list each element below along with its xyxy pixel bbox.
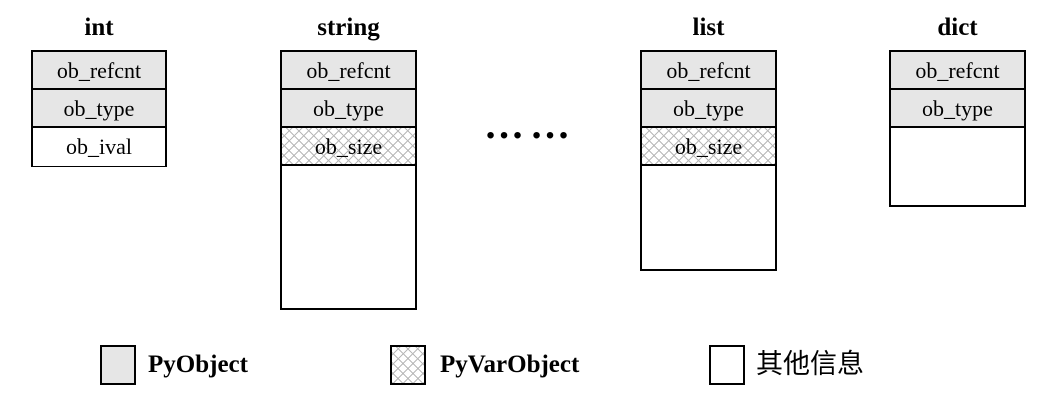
legend-label-other-info: 其他信息 [756,349,864,380]
legend-swatch-other-info [709,345,745,385]
struct-title-list: list [692,14,725,41]
field-ob-type: ob_type [891,90,1024,128]
ellipsis: …… [484,102,576,147]
legend-swatch-pyvarobject [390,345,426,385]
field-ob-refcnt: ob_refcnt [282,52,415,90]
field-ob-refcnt: ob_refcnt [642,52,775,90]
field-ob-type: ob_type [282,90,415,128]
field-ob-type: ob_type [642,90,775,128]
struct-title-dict: dict [937,14,978,41]
struct-title-string: string [317,14,380,41]
field-ob-refcnt: ob_refcnt [33,52,165,90]
struct-title-int: int [84,14,114,41]
legend-swatch-pyobject [100,345,136,385]
struct-box-list: ob_refcnt ob_type ob_size [640,50,777,271]
legend-label-pyobject: PyObject [148,351,248,378]
struct-box-int: ob_refcnt ob_type ob_ival [31,50,167,167]
field-ob-type: ob_type [33,90,165,128]
field-ob-size: ob_size [282,128,415,166]
struct-box-string: ob_refcnt ob_type ob_size [280,50,417,310]
field-ob-ival: ob_ival [33,128,165,166]
struct-box-dict: ob_refcnt ob_type [889,50,1026,207]
field-ob-refcnt: ob_refcnt [891,52,1024,90]
field-ob-size: ob_size [642,128,775,166]
legend-label-pyvarobject: PyVarObject [440,351,580,378]
